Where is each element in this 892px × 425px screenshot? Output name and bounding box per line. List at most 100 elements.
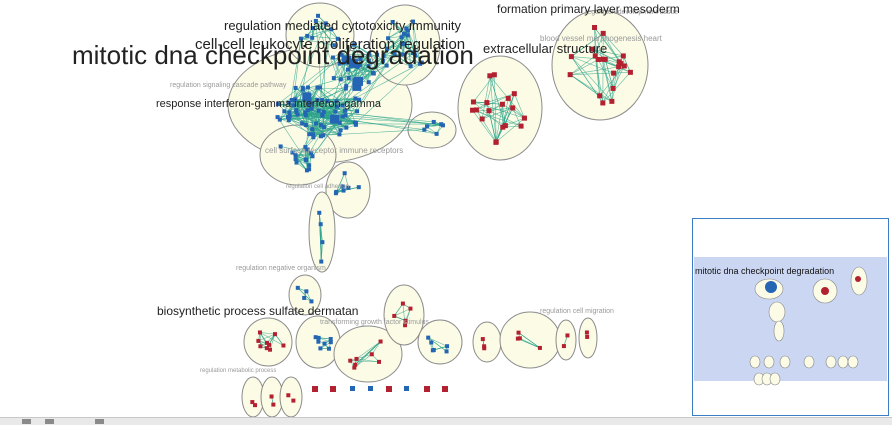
network-node[interactable] xyxy=(329,340,333,344)
network-node[interactable] xyxy=(355,357,359,361)
network-node[interactable] xyxy=(503,123,508,128)
network-node[interactable] xyxy=(304,158,308,162)
network-node[interactable] xyxy=(609,99,614,104)
network-node[interactable] xyxy=(318,346,322,350)
network-node[interactable] xyxy=(429,341,433,345)
network-node[interactable] xyxy=(628,70,633,75)
network-node[interactable] xyxy=(294,157,298,161)
network-node[interactable] xyxy=(315,86,319,90)
singleton-node[interactable] xyxy=(368,386,373,391)
network-node[interactable] xyxy=(348,359,352,363)
network-node[interactable] xyxy=(319,123,323,127)
network-node[interactable] xyxy=(432,120,436,124)
network-navigator-panel[interactable]: mitotic dna checkpoint degradation xyxy=(692,218,889,416)
cluster-bottom-5[interactable] xyxy=(418,320,462,364)
network-node[interactable] xyxy=(377,360,381,364)
network-node[interactable] xyxy=(307,163,311,167)
singleton-node[interactable] xyxy=(424,386,430,392)
network-node[interactable] xyxy=(320,240,324,244)
network-node[interactable] xyxy=(562,344,566,348)
network-node[interactable] xyxy=(310,127,314,131)
network-node[interactable] xyxy=(517,331,521,335)
network-node[interactable] xyxy=(565,333,569,337)
network-node[interactable] xyxy=(621,53,626,58)
network-node[interactable] xyxy=(291,399,295,403)
network-node[interactable] xyxy=(302,296,306,300)
network-node[interactable] xyxy=(372,72,376,76)
network-node[interactable] xyxy=(256,339,260,343)
network-node[interactable] xyxy=(317,336,321,340)
network-node[interactable] xyxy=(486,108,491,113)
network-node[interactable] xyxy=(287,110,291,114)
network-node[interactable] xyxy=(401,302,405,306)
network-node[interactable] xyxy=(493,140,498,145)
network-node[interactable] xyxy=(295,110,299,114)
network-node[interactable] xyxy=(596,57,601,62)
network-node[interactable] xyxy=(470,108,475,113)
network-node[interactable] xyxy=(611,71,616,76)
network-node[interactable] xyxy=(347,76,351,80)
network-node[interactable] xyxy=(585,330,589,334)
network-node[interactable] xyxy=(611,86,616,91)
network-node[interactable] xyxy=(585,335,589,339)
network-node[interactable] xyxy=(435,132,439,136)
network-node[interactable] xyxy=(484,100,489,105)
network-node[interactable] xyxy=(339,128,343,132)
cluster-bottom-7[interactable] xyxy=(500,312,560,368)
network-node[interactable] xyxy=(341,115,345,119)
network-node[interactable] xyxy=(332,76,336,80)
network-node[interactable] xyxy=(319,260,323,264)
network-node[interactable] xyxy=(426,336,430,340)
network-node[interactable] xyxy=(258,330,262,334)
network-node[interactable] xyxy=(270,395,274,399)
network-node[interactable] xyxy=(294,86,298,90)
network-node[interactable] xyxy=(344,126,348,130)
network-node[interactable] xyxy=(300,121,304,125)
network-node[interactable] xyxy=(357,185,361,189)
singleton-node[interactable] xyxy=(350,386,355,391)
network-node[interactable] xyxy=(512,91,517,96)
network-node[interactable] xyxy=(506,96,511,101)
network-node[interactable] xyxy=(343,171,347,175)
network-node[interactable] xyxy=(306,85,310,89)
network-node[interactable] xyxy=(322,110,326,114)
singleton-node[interactable] xyxy=(312,386,318,392)
network-node[interactable] xyxy=(271,403,275,407)
network-node[interactable] xyxy=(471,99,476,104)
network-node[interactable] xyxy=(510,105,515,110)
network-node[interactable] xyxy=(316,340,320,344)
network-node[interactable] xyxy=(487,73,492,78)
cluster-red-top-right[interactable] xyxy=(552,10,648,120)
network-node[interactable] xyxy=(295,161,299,165)
network-node[interactable] xyxy=(253,403,257,407)
network-node[interactable] xyxy=(439,122,443,126)
network-node[interactable] xyxy=(268,348,272,352)
network-node[interactable] xyxy=(337,132,341,136)
network-node[interactable] xyxy=(304,123,308,127)
cluster-bottom-6[interactable] xyxy=(473,322,501,362)
network-node[interactable] xyxy=(296,286,300,290)
network-node[interactable] xyxy=(286,393,290,397)
network-node[interactable] xyxy=(600,100,605,105)
network-node[interactable] xyxy=(338,121,342,125)
network-node[interactable] xyxy=(592,25,597,30)
network-node[interactable] xyxy=(481,337,485,341)
network-node[interactable] xyxy=(322,342,326,346)
network-node[interactable] xyxy=(307,132,311,136)
network-node[interactable] xyxy=(258,344,262,348)
network-node[interactable] xyxy=(305,168,309,172)
layout-icon[interactable] xyxy=(95,419,104,424)
network-node[interactable] xyxy=(304,289,308,293)
network-node[interactable] xyxy=(353,363,357,367)
network-node[interactable] xyxy=(353,78,357,82)
network-node[interactable] xyxy=(425,124,429,128)
cluster-row-3[interactable] xyxy=(280,377,302,417)
network-node[interactable] xyxy=(339,77,343,81)
singleton-node[interactable] xyxy=(404,386,409,391)
network-node[interactable] xyxy=(276,115,280,119)
network-node[interactable] xyxy=(500,102,505,107)
zoom-icon[interactable] xyxy=(22,419,31,424)
network-node[interactable] xyxy=(392,314,396,318)
network-node[interactable] xyxy=(273,332,277,336)
network-node[interactable] xyxy=(519,124,524,129)
